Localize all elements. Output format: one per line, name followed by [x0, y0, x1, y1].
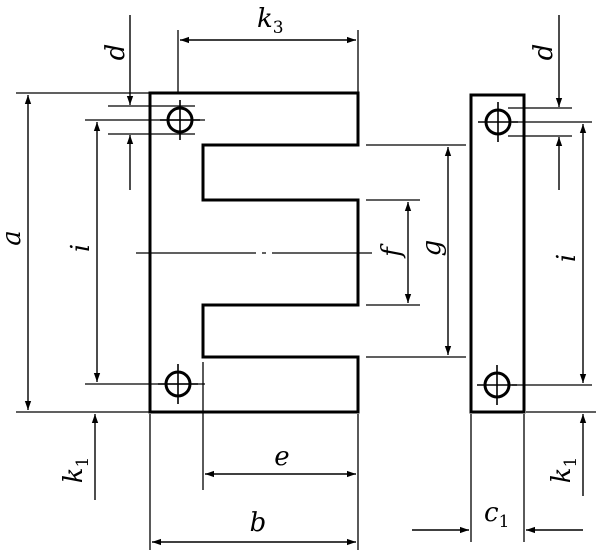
label-i-left: i	[66, 244, 96, 252]
label-k3: k3	[257, 4, 284, 38]
label-k1-left: k1	[59, 457, 93, 484]
i-core-outline	[469, 93, 526, 414]
dimension-lines	[24, 15, 587, 546]
label-i-right: i	[552, 254, 582, 262]
label-d-left: d	[101, 44, 131, 61]
label-d-right: d	[529, 44, 559, 61]
label-a: a	[0, 230, 27, 246]
extension-lines	[16, 30, 596, 550]
label-k1-right: k1	[547, 457, 581, 484]
e-core-outline	[148, 91, 360, 414]
label-g: g	[417, 240, 447, 257]
label-c1: c1	[484, 498, 509, 532]
label-f: f	[377, 243, 407, 259]
label-b: b	[250, 508, 267, 538]
label-e: e	[274, 442, 289, 472]
